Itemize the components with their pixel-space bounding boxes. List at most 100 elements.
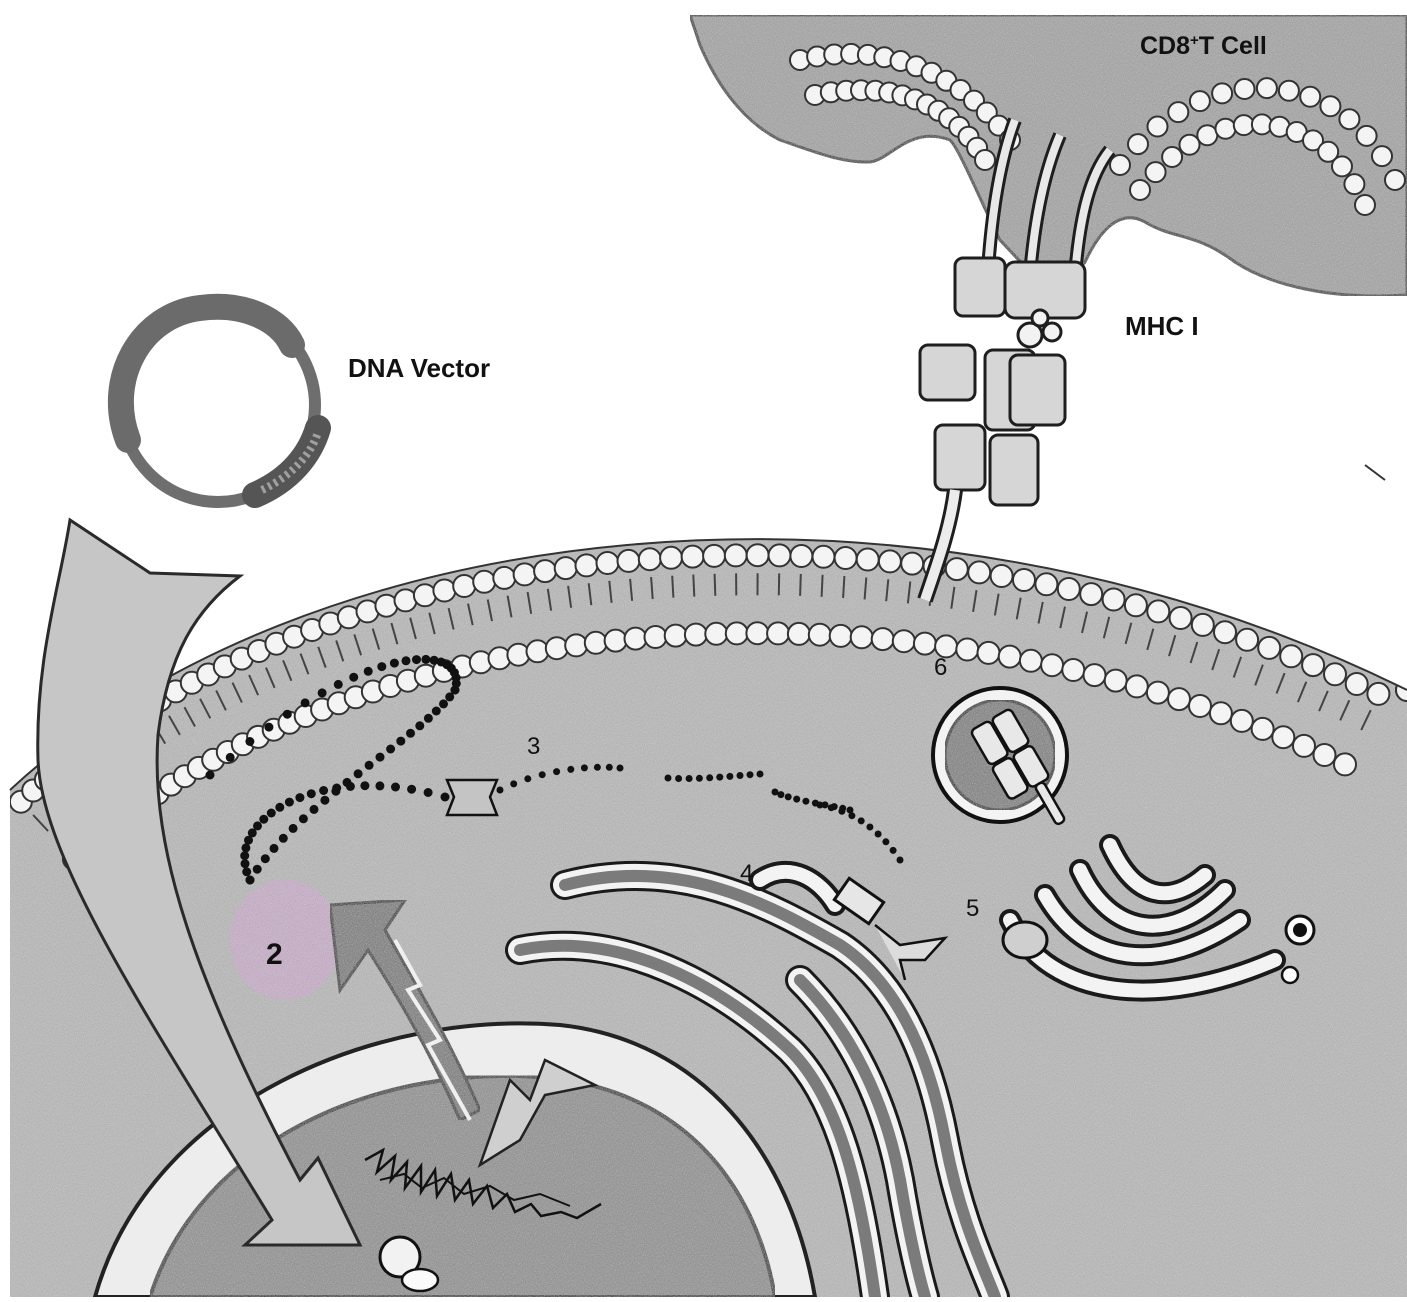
amino-acid-dot <box>686 775 693 782</box>
lipid-head <box>1344 174 1364 194</box>
lipid-head <box>1128 134 1148 154</box>
lipid-head <box>433 580 455 602</box>
ribosome-dot <box>240 851 249 860</box>
ribosome-dot <box>376 753 385 762</box>
lipid-head <box>618 550 640 572</box>
amino-acid-dot <box>882 838 889 845</box>
lipid-head <box>1279 81 1299 101</box>
ribosome-dot <box>375 781 384 790</box>
lipid-head <box>1189 695 1211 717</box>
ribosome-dot <box>424 788 433 797</box>
lipid-head <box>1334 753 1356 775</box>
amino-acid-dot <box>777 791 784 798</box>
lipid-head <box>1062 659 1084 681</box>
lipid-head <box>1210 702 1232 724</box>
amino-acid-dot <box>581 764 588 771</box>
lipid-head <box>645 626 667 648</box>
ribosome-dot <box>432 707 441 716</box>
amino-acid-dot <box>524 775 531 782</box>
lipid-head <box>1293 735 1315 757</box>
lipid-head <box>1216 119 1236 139</box>
lipid-head <box>1320 96 1340 116</box>
tcr-domain-1 <box>955 258 1005 316</box>
lipid-head <box>1110 155 1130 175</box>
ribosome-dot <box>386 745 395 754</box>
lipid-head <box>747 544 769 566</box>
lipid-head <box>453 575 475 597</box>
lipid-head <box>767 622 789 644</box>
ribosome-dot <box>319 786 328 795</box>
lipid-head <box>975 150 995 170</box>
ribosome-dot <box>307 789 316 798</box>
lipid-head <box>1058 578 1080 600</box>
lipid-head <box>956 639 978 661</box>
lipid-head <box>726 622 748 644</box>
mhc-domain-4 <box>935 425 985 490</box>
lipid-head <box>1105 670 1127 692</box>
amino-acid-dot <box>866 824 873 831</box>
lipid-head <box>1147 682 1169 704</box>
lipid-head <box>788 623 810 645</box>
cd8-t-cell-label: CD8+T Cell <box>1140 33 1267 59</box>
ribosome-dot <box>377 662 386 671</box>
step-3-label: 3 <box>527 735 540 759</box>
ribosome-dot <box>241 859 250 868</box>
lipid-head <box>769 544 791 566</box>
lipid-head <box>1168 102 1188 122</box>
golgi-mesh-vesicle <box>1003 922 1047 958</box>
lipid-head <box>576 554 598 576</box>
ribosome-dot <box>299 814 308 823</box>
amino-acid-dot <box>675 775 682 782</box>
ribosome-dot <box>407 785 416 794</box>
lipid-head <box>1190 91 1210 111</box>
amino-acid-dot <box>793 796 800 803</box>
ribosome-dot <box>439 699 448 708</box>
step-2-label: 2 <box>266 940 283 970</box>
ribosome-dot <box>406 729 415 738</box>
lipid-head <box>1168 688 1190 710</box>
lipid-head <box>893 630 915 652</box>
nuclear-pore-inner <box>402 1269 438 1291</box>
ribosome-dot <box>261 854 270 863</box>
ribosome-dot <box>430 656 439 665</box>
lipid-head <box>1130 180 1150 200</box>
lipid-head <box>914 633 936 655</box>
ribosome-dot <box>415 721 424 730</box>
amino-acid-dot <box>828 804 835 811</box>
amino-acid-dot <box>497 787 504 794</box>
lipid-head <box>1035 573 1057 595</box>
lipid-head <box>1280 645 1302 667</box>
ribosome-dot <box>246 876 255 885</box>
lipid-head <box>851 626 873 648</box>
ribosome-dot <box>270 844 279 853</box>
ribosome-dot <box>391 783 400 792</box>
presented-peptide-3 <box>1032 310 1048 326</box>
ribosome-dot <box>318 688 327 697</box>
amino-acid-dot <box>817 802 824 809</box>
amino-acid-dot <box>875 831 882 838</box>
plasmid-insert-gene <box>255 428 318 495</box>
lipid-head <box>1332 156 1352 176</box>
amino-acid-dot <box>606 764 613 771</box>
lipid-head <box>546 637 568 659</box>
ribosome-dot <box>334 680 343 689</box>
lipid-head <box>1125 594 1147 616</box>
ribosome <box>447 780 497 815</box>
ribosome-dot <box>331 787 340 796</box>
amino-acid-dot <box>747 771 754 778</box>
ribosome-dot <box>289 824 298 833</box>
amino-acid-dot <box>594 764 601 771</box>
lipid-head <box>1385 170 1405 190</box>
lipid-head <box>813 546 835 568</box>
lipid-head <box>1234 115 1254 135</box>
lipid-head <box>872 628 894 650</box>
plasmid-thick-segment <box>121 307 292 440</box>
step-2-translation-tint <box>230 880 340 1000</box>
lipid-head <box>534 560 556 582</box>
ribosome-dot <box>390 659 399 668</box>
lipid-head <box>565 634 587 656</box>
lipid-head <box>1020 650 1042 672</box>
ribosome-dot <box>301 698 310 707</box>
